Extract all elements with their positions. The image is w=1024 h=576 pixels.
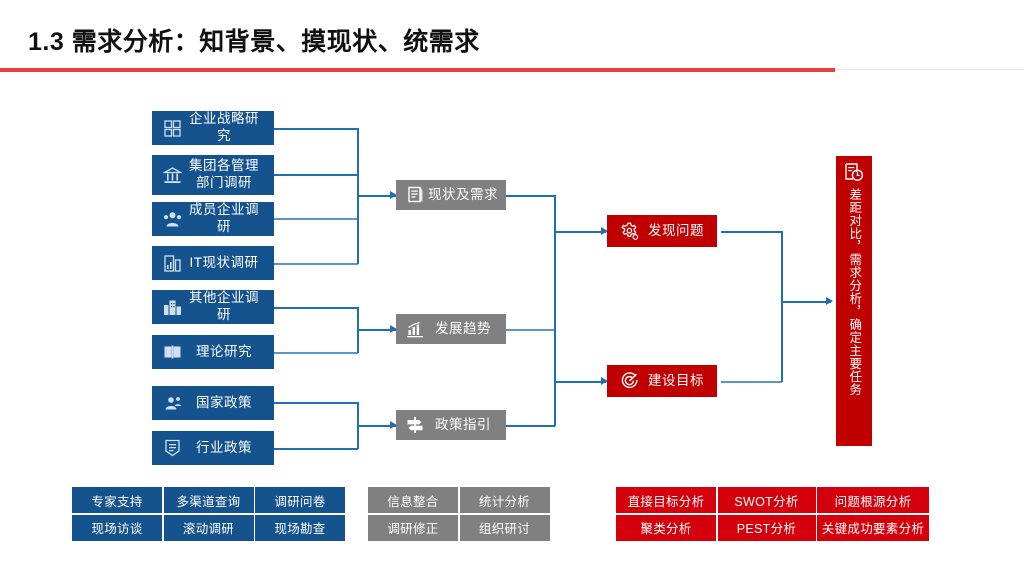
connector-line: [274, 174, 358, 176]
outcome-node-label: 发现问题: [648, 222, 704, 238]
connector-line: [357, 329, 396, 331]
input-node-label: 成员企业调研: [189, 202, 259, 234]
connector-line: [274, 263, 358, 265]
input-node-member-enterprises[interactable]: 成员企业调研: [152, 202, 274, 236]
city-buildings-icon: [160, 298, 184, 316]
connector-line: [274, 307, 358, 309]
connector-line: [721, 231, 782, 233]
outcome-node-discover-problems[interactable]: 发现问题: [607, 215, 717, 247]
method-cell[interactable]: 统计分析: [459, 487, 550, 513]
connector-arrow-icon: [390, 325, 397, 333]
method-cell[interactable]: 多渠道查询: [163, 487, 254, 513]
grid-squares-icon: [160, 119, 184, 137]
connector-arrow-icon: [601, 377, 608, 385]
input-node-label: 企业战略研究: [189, 111, 259, 143]
input-node-label: 集团各管理 部门调研: [189, 158, 259, 190]
middle-node-label: 发展趋势: [435, 320, 491, 336]
input-node-label: 理论研究: [196, 343, 252, 359]
document-lines-icon: [404, 186, 426, 204]
connector-line: [357, 195, 396, 197]
input-node-other-enterprises[interactable]: 其他企业调研: [152, 290, 274, 324]
method-cell[interactable]: 专家支持: [72, 487, 162, 513]
connector-arrow-icon: [826, 297, 833, 305]
input-node-label: 其他企业调研: [189, 290, 259, 322]
middle-node-label: 现状及需求: [428, 186, 498, 202]
middle-node-status-and-demand[interactable]: 现状及需求: [396, 180, 506, 210]
method-table-research: 专家支持 多渠道查询 调研问卷 现场访谈 滚动调研 现场勘查: [72, 487, 345, 541]
connector-line: [781, 301, 831, 303]
connector-line: [503, 195, 555, 197]
outcome-node-label: 建设目标: [648, 372, 704, 388]
method-table-analysis: 直接目标分析 SWOT分析 问题根源分析 聚类分析 PEST分析 关键成功要素分…: [616, 487, 929, 541]
middle-node-development-trend[interactable]: 发展趋势: [396, 314, 506, 344]
input-node-industry-policy[interactable]: 行业政策: [152, 431, 274, 465]
connector-line: [554, 231, 606, 233]
connector-arrow-icon: [390, 421, 397, 429]
page-title: 1.3 需求分析：知背景、摸现状、统需求: [28, 28, 480, 56]
connector-line: [274, 128, 358, 130]
connector-arrow-icon: [601, 227, 608, 235]
signpost-icon: [404, 416, 426, 434]
method-cell[interactable]: 现场勘查: [255, 514, 345, 541]
connector-line: [721, 381, 782, 383]
connector-line: [274, 402, 358, 404]
title-underline-accent: [0, 68, 835, 72]
method-cell[interactable]: 直接目标分析: [616, 487, 716, 513]
method-cell[interactable]: 关键成功要素分析: [817, 514, 929, 541]
method-cell[interactable]: 调研问卷: [255, 487, 345, 513]
middle-node-policy-guidance[interactable]: 政策指引: [396, 410, 506, 440]
connector-line: [781, 231, 783, 382]
input-node-theory-research[interactable]: 理论研究: [152, 335, 274, 369]
connector-line: [503, 329, 555, 331]
people-group-icon: [160, 211, 184, 228]
connector-line: [274, 352, 358, 354]
input-node-label: 行业政策: [196, 439, 252, 455]
target-goal-icon: [617, 371, 641, 391]
connector-line: [274, 448, 358, 450]
method-cell[interactable]: PEST分析: [717, 514, 816, 541]
middle-node-label: 政策指引: [435, 416, 491, 432]
summary-bar[interactable]: 差距对比，需求分析，确定主要任务: [836, 156, 872, 446]
summary-bar-text: 差距对比，需求分析，确定主要任务: [847, 188, 862, 396]
method-cell[interactable]: 组织研讨: [459, 514, 550, 541]
clipboard-clock-icon: [844, 162, 864, 182]
input-node-national-policy[interactable]: 国家政策: [152, 386, 274, 420]
connector-line: [274, 218, 358, 220]
connector-line: [503, 425, 555, 427]
input-node-group-departments[interactable]: 集团各管理 部门调研: [152, 155, 274, 195]
input-node-enterprise-strategy[interactable]: 企业战略研究: [152, 111, 274, 145]
bar-chart-building-icon: [160, 254, 184, 272]
users-policy-icon: [160, 395, 184, 411]
gear-settings-icon: [617, 222, 641, 241]
connector-arrow-icon: [390, 191, 397, 199]
method-cell[interactable]: SWOT分析: [717, 487, 816, 513]
method-cell[interactable]: 调研修正: [368, 514, 458, 541]
method-cell[interactable]: 现场访谈: [72, 514, 162, 541]
trend-chart-icon: [404, 321, 426, 338]
method-cell[interactable]: 信息整合: [368, 487, 458, 513]
connector-line: [357, 425, 396, 427]
input-node-label: 国家政策: [196, 394, 252, 410]
method-table-consolidation: 信息整合 统计分析 调研修正 组织研讨: [368, 487, 550, 541]
outcome-node-construction-goal[interactable]: 建设目标: [607, 365, 717, 397]
bank-building-icon: [160, 166, 184, 185]
title-underline-tail: [835, 69, 1024, 70]
open-book-icon: [160, 344, 184, 360]
method-cell[interactable]: 聚类分析: [616, 514, 716, 541]
input-node-label: IT现状调研: [189, 254, 259, 270]
input-node-it-status[interactable]: IT现状调研: [152, 246, 274, 280]
method-cell[interactable]: 问题根源分析: [817, 487, 929, 513]
connector-line: [554, 381, 606, 383]
document-badge-icon: [160, 439, 184, 457]
connector-line: [554, 195, 556, 426]
method-cell[interactable]: 滚动调研: [163, 514, 254, 541]
